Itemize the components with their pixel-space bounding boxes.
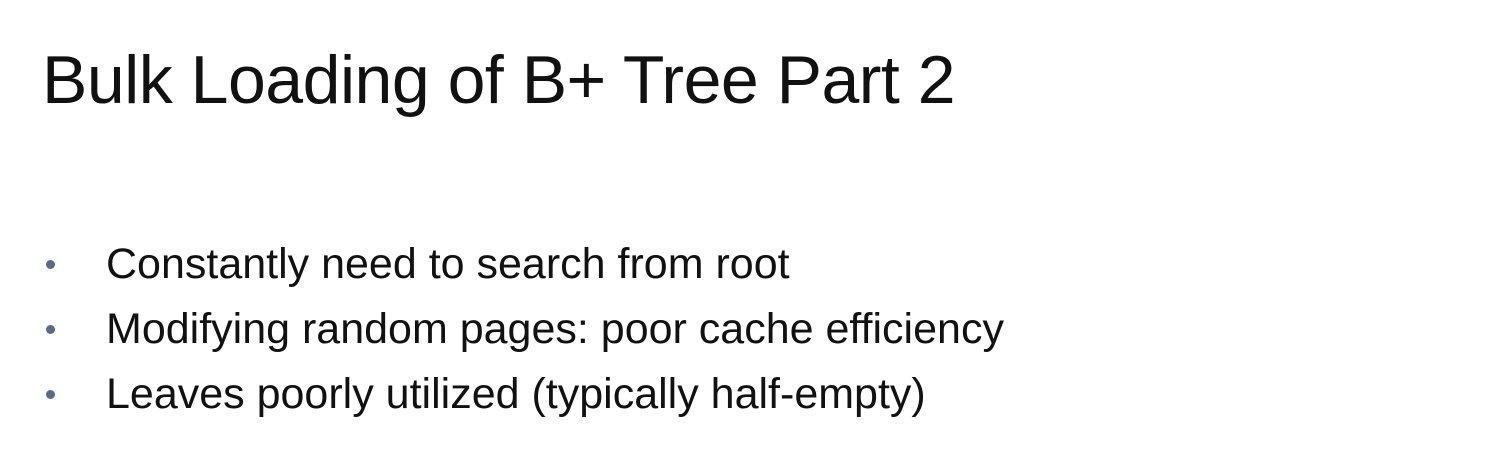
bullet-text: Constantly need to search from root [106,240,790,288]
bullet-dot-icon [46,325,55,334]
bullet-dot-icon [46,260,55,269]
bullet-text: Leaves poorly utilized (typically half-e… [106,370,926,418]
bullet-text: Modifying random pages: poor cache effic… [106,305,1004,353]
slide-title: Bulk Loading of B+ Tree Part 2 [42,42,956,118]
bullet-dot-icon [46,390,55,399]
